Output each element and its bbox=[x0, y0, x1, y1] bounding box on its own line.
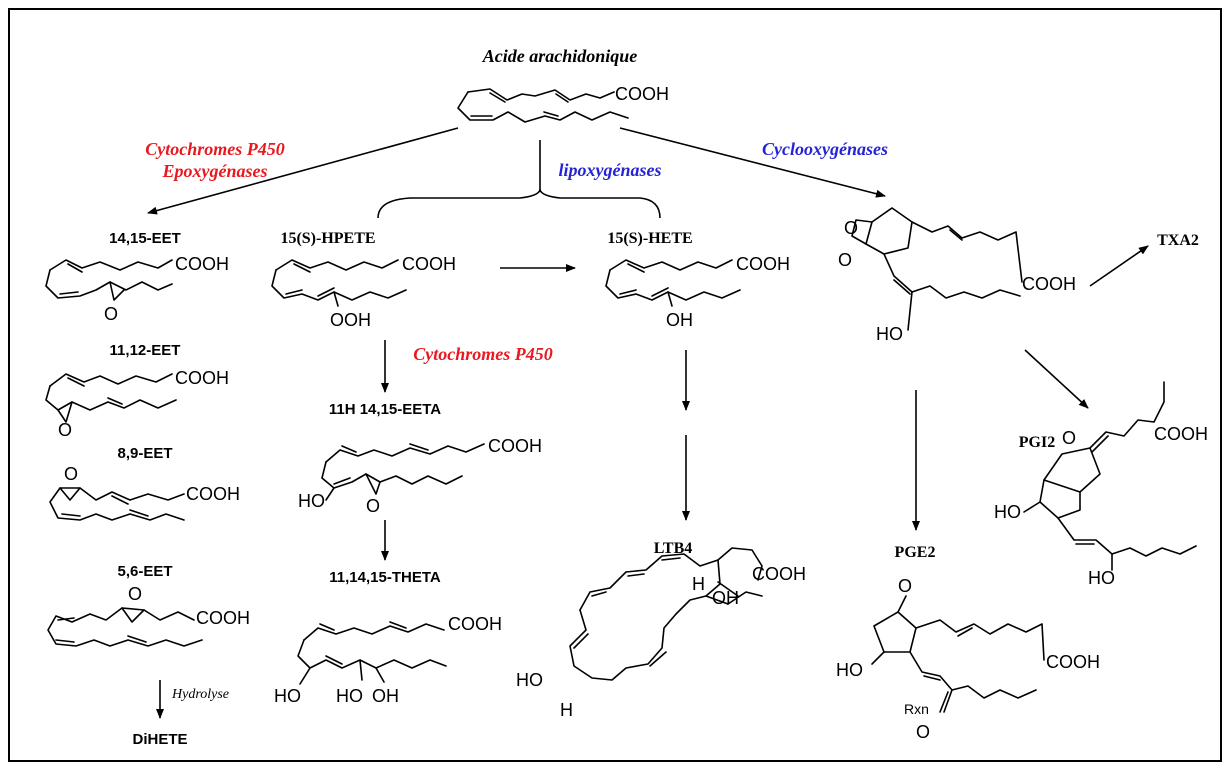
hpete-cooh: COOH bbox=[402, 254, 456, 274]
eeta-structure bbox=[321, 443, 485, 501]
arrow-to-eet bbox=[147, 127, 459, 215]
pge2-o2: O bbox=[916, 722, 930, 742]
pgh2-structure bbox=[851, 207, 1023, 331]
pgh2-ho: HO bbox=[876, 324, 903, 344]
eet-1112-o: O bbox=[58, 420, 72, 440]
pgh2-cooh: COOH bbox=[1022, 274, 1076, 294]
eet-89-cooh: COOH bbox=[186, 484, 240, 504]
arrow-to-pgi2 bbox=[1024, 349, 1089, 409]
eet-56-cooh: COOH bbox=[196, 608, 250, 628]
enzyme-lipoxygenases: lipoxygénases bbox=[559, 160, 662, 180]
pge2-o: O bbox=[898, 576, 912, 596]
hpete-structure bbox=[271, 259, 407, 307]
dihete-name: DiHETE bbox=[132, 731, 187, 748]
pge2-name: PGE2 bbox=[895, 544, 936, 561]
ltb4-structure bbox=[569, 547, 763, 681]
theta-ho2: HO bbox=[336, 686, 363, 706]
eet-56-structure bbox=[47, 607, 203, 647]
pgh2-o2: O bbox=[838, 250, 852, 270]
hete-oh: OH bbox=[666, 310, 693, 330]
eet-1415-name: 14,15-EET bbox=[109, 230, 181, 247]
eet-1415-structure bbox=[45, 259, 173, 301]
pgi2-cooh: COOH bbox=[1154, 424, 1208, 444]
hete-name: 15(S)-HETE bbox=[607, 230, 692, 247]
eet-89-o: O bbox=[64, 464, 78, 484]
diagram-frame bbox=[8, 8, 1222, 762]
eeta-ho: HO bbox=[298, 491, 325, 511]
enzyme-p450-second: Cytochromes P450 bbox=[413, 344, 553, 364]
lox-brace bbox=[377, 187, 661, 219]
theta-cooh: COOH bbox=[448, 614, 502, 634]
ltb4-ho: HO bbox=[516, 670, 543, 690]
pgi2-name: PGI2 bbox=[1019, 434, 1055, 451]
pge2-cooh: COOH bbox=[1046, 652, 1100, 672]
eet-1112-cooh: COOH bbox=[175, 368, 229, 388]
theta-structure bbox=[297, 621, 447, 685]
arachidonic-acid-structure bbox=[457, 88, 629, 123]
pge2-rxn: Rxn bbox=[904, 701, 929, 717]
eet-56-name: 5,6-EET bbox=[117, 563, 172, 580]
eeta-name: 11H 14,15-EETA bbox=[329, 401, 441, 418]
pgh2-o1: O bbox=[844, 218, 858, 238]
ltb4-cooh: COOH bbox=[752, 564, 806, 584]
eet-1112-structure bbox=[45, 373, 177, 423]
arrow-to-txa2 bbox=[1089, 245, 1149, 287]
theta-oh: OH bbox=[372, 686, 399, 706]
eeta-cooh: COOH bbox=[488, 436, 542, 456]
precursor-title: Acide arachidonique bbox=[482, 46, 638, 66]
ltb4-h1: H bbox=[692, 574, 705, 594]
pge2-ho: HO bbox=[836, 660, 863, 680]
eeta-o: O bbox=[366, 496, 380, 516]
enzyme-cyclooxygenases: Cyclooxygénases bbox=[762, 139, 888, 159]
enzyme-p450-line2: Epoxygénases bbox=[162, 161, 268, 181]
hete-cooh: COOH bbox=[736, 254, 790, 274]
eet-56-o: O bbox=[128, 584, 142, 604]
txa2-name: TXA2 bbox=[1157, 232, 1199, 249]
eet-89-name: 8,9-EET bbox=[117, 445, 172, 462]
eet-89-structure bbox=[49, 487, 185, 521]
hpete-name: 15(S)-HPETE bbox=[280, 230, 375, 247]
eet-1415-o: O bbox=[104, 304, 118, 324]
hydrolyse-label: Hydrolyse bbox=[171, 687, 229, 702]
eet-1112-name: 11,12-EET bbox=[110, 342, 181, 359]
pgi2-ho1: HO bbox=[994, 502, 1021, 522]
enzyme-p450-line1: Cytochromes P450 bbox=[145, 139, 285, 159]
pgi2-structure bbox=[1023, 381, 1197, 571]
eet-1415-cooh: COOH bbox=[175, 254, 229, 274]
pgi2-ho2: HO bbox=[1088, 568, 1115, 588]
precursor-cooh: COOH bbox=[615, 84, 669, 104]
pge2-structure bbox=[871, 595, 1045, 713]
ltb4-h2: H bbox=[560, 700, 573, 720]
arrow-to-cox bbox=[619, 127, 886, 198]
pgi2-o: O bbox=[1062, 428, 1076, 448]
theta-ho1: HO bbox=[274, 686, 301, 706]
ltb4-oh: OH bbox=[712, 588, 739, 608]
hete-structure bbox=[605, 259, 741, 307]
hpete-ooh: OOH bbox=[330, 310, 371, 330]
ltb4-name: LTB4 bbox=[654, 540, 693, 557]
theta-name: 11,14,15-THETA bbox=[329, 569, 441, 586]
